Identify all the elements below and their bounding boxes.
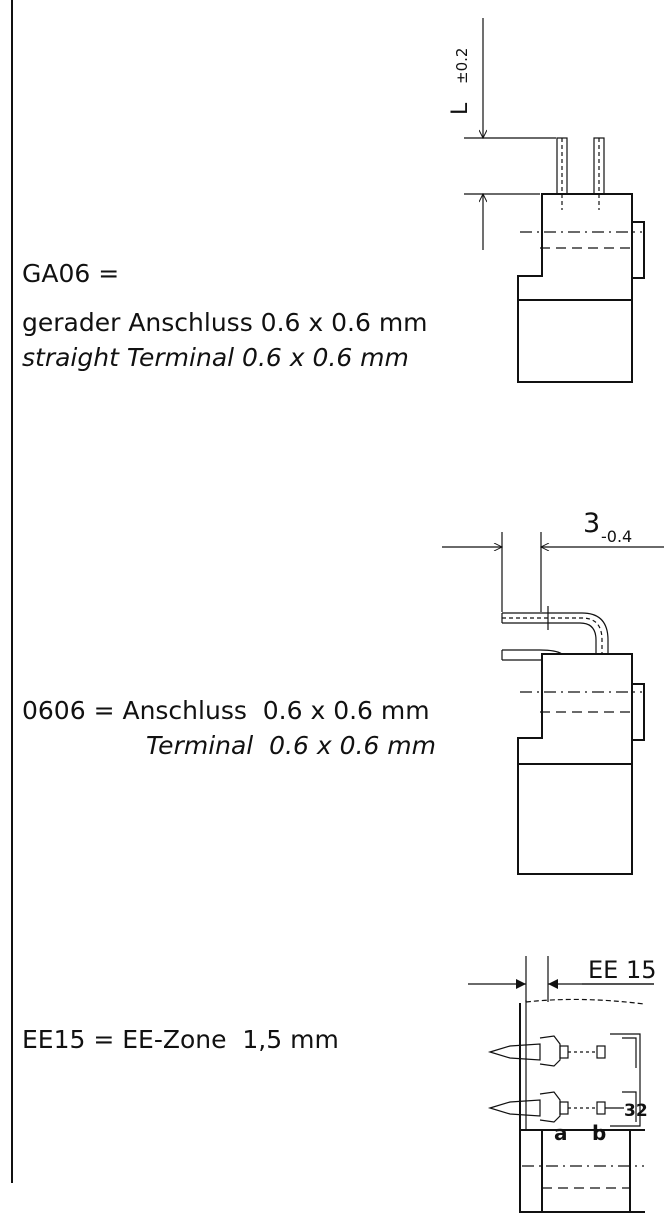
section-ga06: GA06 = gerader Anschluss 0.6 x 0.6 mm st…: [22, 18, 645, 383]
0606-dimension-tolerance: -0.4: [601, 527, 632, 546]
0606-description-de: 0606 = Anschluss 0.6 x 0.6 mm: [22, 696, 430, 725]
0606-bent-pin-lower: [502, 649, 563, 655]
0606-bent-pin-upper: [502, 612, 609, 654]
ee15-contact-b-upper: [596, 1045, 606, 1059]
ee15-contact-lower: [487, 1099, 541, 1117]
ee15-contact-upper: [487, 1043, 541, 1061]
section-ee15: EE15 = EE-Zone 1,5 mm a b 32: [22, 956, 657, 1213]
0606-description-en: Terminal 0.6 x 0.6 mm: [146, 731, 436, 760]
ga06-dimension-label: L: [448, 102, 473, 115]
ga06-housing: [517, 193, 633, 383]
0606-dimension-value: 3: [583, 508, 600, 539]
ga06-side-latch: [631, 221, 645, 279]
0606-housing: [517, 653, 633, 875]
ee15-contact-a-upper: [559, 1045, 569, 1059]
ee15-description: EE15 = EE-Zone 1,5 mm: [22, 1025, 339, 1054]
ga06-description-en: straight Terminal 0.6 x 0.6 mm: [22, 343, 409, 372]
section-0606: 0606 = Anschluss 0.6 x 0.6 mm Terminal 0…: [22, 508, 664, 875]
ee15-label-32: 32: [624, 1101, 648, 1121]
ga06-code: GA06 =: [22, 259, 119, 288]
ee15-housing: [519, 1003, 645, 1213]
ee15-contact-b-lower: [596, 1101, 606, 1115]
ee15-dimension-label: EE 15: [588, 956, 657, 984]
ee15-contact-a-lower: [559, 1101, 569, 1115]
ga06-dimension-tolerance: ±0.2: [453, 48, 471, 84]
ee15-label-a: a: [554, 1121, 568, 1145]
ee15-label-b: b: [592, 1121, 606, 1145]
ga06-description-de: gerader Anschluss 0.6 x 0.6 mm: [22, 308, 428, 337]
0606-side-latch: [631, 683, 645, 741]
